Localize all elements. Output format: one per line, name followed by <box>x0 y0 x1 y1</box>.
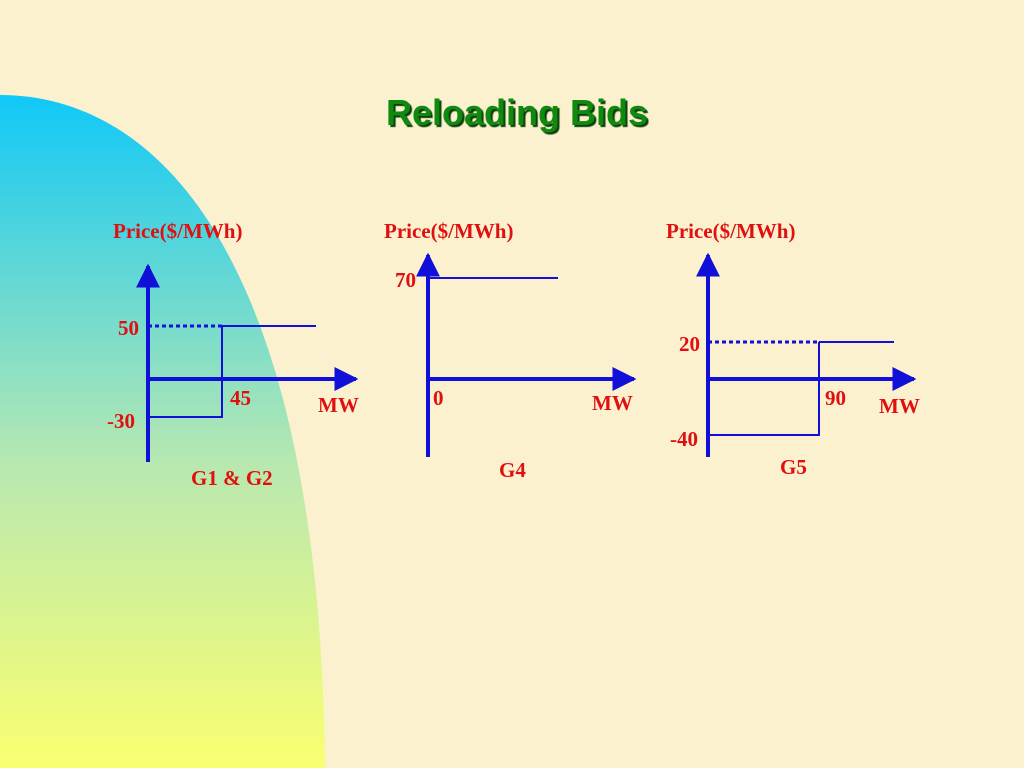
g1g2-quantity-label: 45 <box>230 386 251 410</box>
g4-price-high-label: 70 <box>395 268 416 292</box>
g1g2-caption: G1 & G2 <box>191 466 273 490</box>
g1g2-price-axis-label: Price($/MWh) <box>113 219 243 243</box>
g5-price-low-label: -40 <box>670 427 698 451</box>
g1g2-price-low-label: -30 <box>107 409 135 433</box>
g4-price-axis-label: Price($/MWh) <box>384 219 514 243</box>
g5-price-axis-label: Price($/MWh) <box>666 219 796 243</box>
g4-quantity-label: 0 <box>433 386 444 410</box>
g5-low-bid-segment <box>708 342 820 436</box>
g5-price-high-label: 20 <box>679 332 700 356</box>
g1g2-low-bid-segment <box>148 326 223 418</box>
g1g2-price-high-label: 50 <box>118 316 139 340</box>
g5-caption: G5 <box>780 455 807 479</box>
g5-quantity-label: 90 <box>825 386 846 410</box>
slide-title: Reloading Bids <box>385 92 649 133</box>
g4-mw-axis-label: MW <box>592 391 633 415</box>
g4-caption: G4 <box>499 458 526 482</box>
g5-mw-axis-label: MW <box>879 394 920 418</box>
g1g2-mw-axis-label: MW <box>318 393 359 417</box>
